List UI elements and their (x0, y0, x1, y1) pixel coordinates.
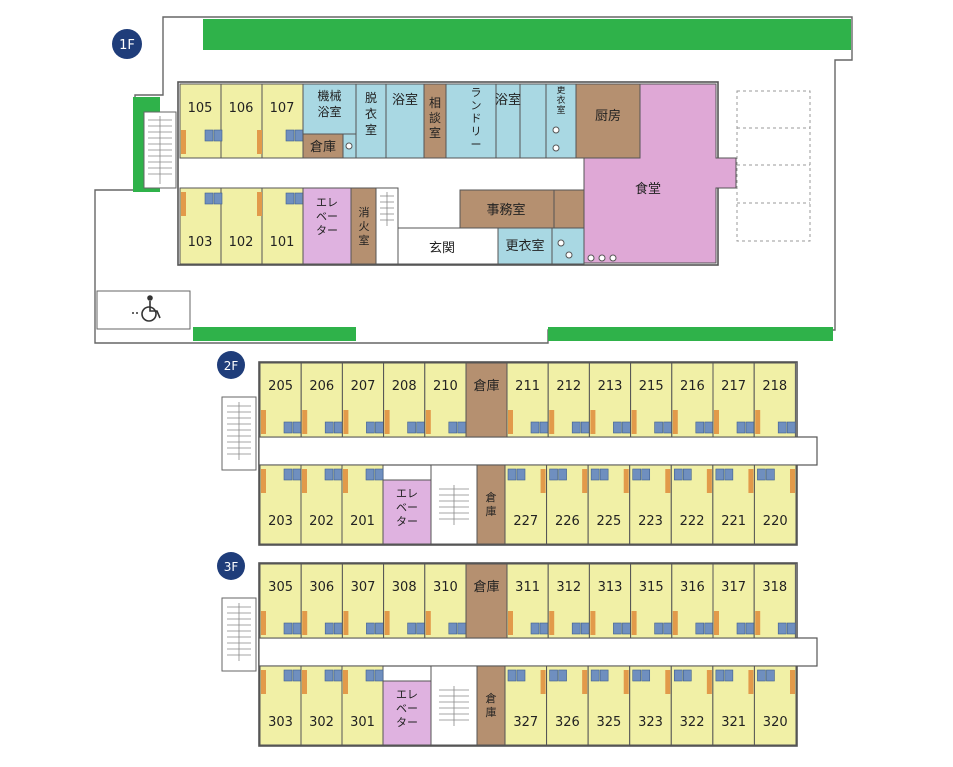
room-201: 201 (350, 514, 375, 529)
room-105: 105 (188, 101, 213, 116)
storage-top-label: 倉庫 (473, 580, 499, 595)
room-206: 206 (309, 379, 334, 394)
floor-badge-1f (112, 29, 142, 59)
green-strip-top (203, 19, 851, 50)
room-315: 315 (639, 580, 664, 595)
room-213: 213 (598, 379, 623, 394)
room-226: 226 (555, 514, 580, 529)
room-312: 312 (556, 580, 581, 595)
floor-badge-third (217, 552, 245, 580)
room-215: 215 (639, 379, 664, 394)
room-223: 223 (638, 514, 663, 529)
floor-badge-second (217, 351, 245, 379)
room-210: 210 (433, 379, 458, 394)
parking-area (736, 90, 811, 242)
entrance-label: 玄関 (429, 241, 455, 256)
room-203: 203 (268, 514, 293, 529)
green-strip-bottom-right (548, 327, 833, 341)
room-106: 106 (229, 101, 254, 116)
room-317: 317 (721, 580, 746, 595)
bath-2-label: 浴室 (495, 92, 521, 108)
room-217: 217 (721, 379, 746, 394)
kitchen-label: 厨房 (595, 108, 621, 124)
room-323: 323 (638, 715, 663, 730)
room-107: 107 (270, 101, 295, 116)
consultation-room-label: 相談室 (428, 96, 441, 140)
second-floor: 2F 205 206 207 208 210 倉庫 211 212 213 215 216 217 218… (217, 351, 818, 546)
machine-bath-label: 機械浴室 (317, 89, 342, 119)
floor-badge-third-text: 3F (224, 560, 239, 574)
room-320: 320 (763, 715, 788, 730)
room-306: 306 (309, 580, 334, 595)
room-303: 303 (268, 715, 293, 730)
room-302: 302 (309, 715, 334, 730)
wheelchair-icon (132, 295, 161, 322)
laundry-label: ランドリー (470, 86, 482, 151)
green-strip-bottom-left (193, 327, 356, 341)
room-218: 218 (762, 379, 787, 394)
room-207: 207 (351, 379, 376, 394)
room-222: 222 (680, 514, 705, 529)
room-327: 327 (513, 715, 538, 730)
room-225: 225 (597, 514, 622, 529)
room-310: 310 (433, 580, 458, 595)
dining-hall-label: 食堂 (635, 181, 661, 197)
room-208: 208 (392, 379, 417, 394)
room-211: 211 (515, 379, 540, 394)
room-316: 316 (680, 580, 705, 595)
room-325: 325 (597, 715, 622, 730)
bath-1-label: 浴室 (392, 92, 418, 108)
first-floor: 105 106 107 103 102 101 機械浴室 倉庫 脱衣室 浴室 相… (94, 16, 853, 344)
fire-equipment-label: 消火室 (358, 206, 370, 247)
room-311: 311 (515, 580, 540, 595)
corridor-1f (180, 158, 584, 188)
floor-badge-1f-text: 1F (119, 38, 135, 53)
room-202: 202 (309, 514, 334, 529)
room-216: 216 (680, 379, 705, 394)
elevator-second-label: エレベーター (396, 487, 418, 528)
locker-small-label: 更衣室 (556, 86, 566, 116)
room-308: 308 (392, 580, 417, 595)
room-326: 326 (555, 715, 580, 730)
floor-badge-second-text: 2F (224, 359, 239, 373)
storage-1f-label: 倉庫 (310, 140, 336, 155)
third-floor: 3F 305 306 307 308 310 倉庫 311 312 313 315 316 317 318… (217, 552, 818, 747)
office-label: 事務室 (486, 202, 525, 218)
room-321: 321 (721, 715, 746, 730)
room-227: 227 (513, 514, 538, 529)
room-220: 220 (763, 514, 788, 529)
elevator-third-label: エレベーター (396, 688, 418, 729)
storage-top-label: 倉庫 (473, 379, 499, 394)
room-101: 101 (270, 235, 295, 250)
room-307: 307 (351, 580, 376, 595)
room-103: 103 (188, 235, 213, 250)
storage-bottom-label: 倉庫 (485, 692, 497, 719)
storage-bottom-label: 倉庫 (485, 491, 497, 518)
dressing-room-label: 脱衣室 (364, 91, 377, 137)
room-221: 221 (721, 514, 746, 529)
room-322: 322 (680, 715, 705, 730)
room-318: 318 (762, 580, 787, 595)
room-205: 205 (268, 379, 293, 394)
room-102: 102 (229, 235, 254, 250)
room-305: 305 (268, 580, 293, 595)
room-313: 313 (598, 580, 623, 595)
room-301: 301 (350, 715, 375, 730)
room-212: 212 (556, 379, 581, 394)
upper-floors: 2F 205 206 207 208 210 倉庫 211 212 213 215 216 217 218… (217, 351, 818, 747)
locker-room-label: 更衣室 (505, 238, 544, 254)
elevator-1f-label: エレベーター (316, 196, 338, 237)
